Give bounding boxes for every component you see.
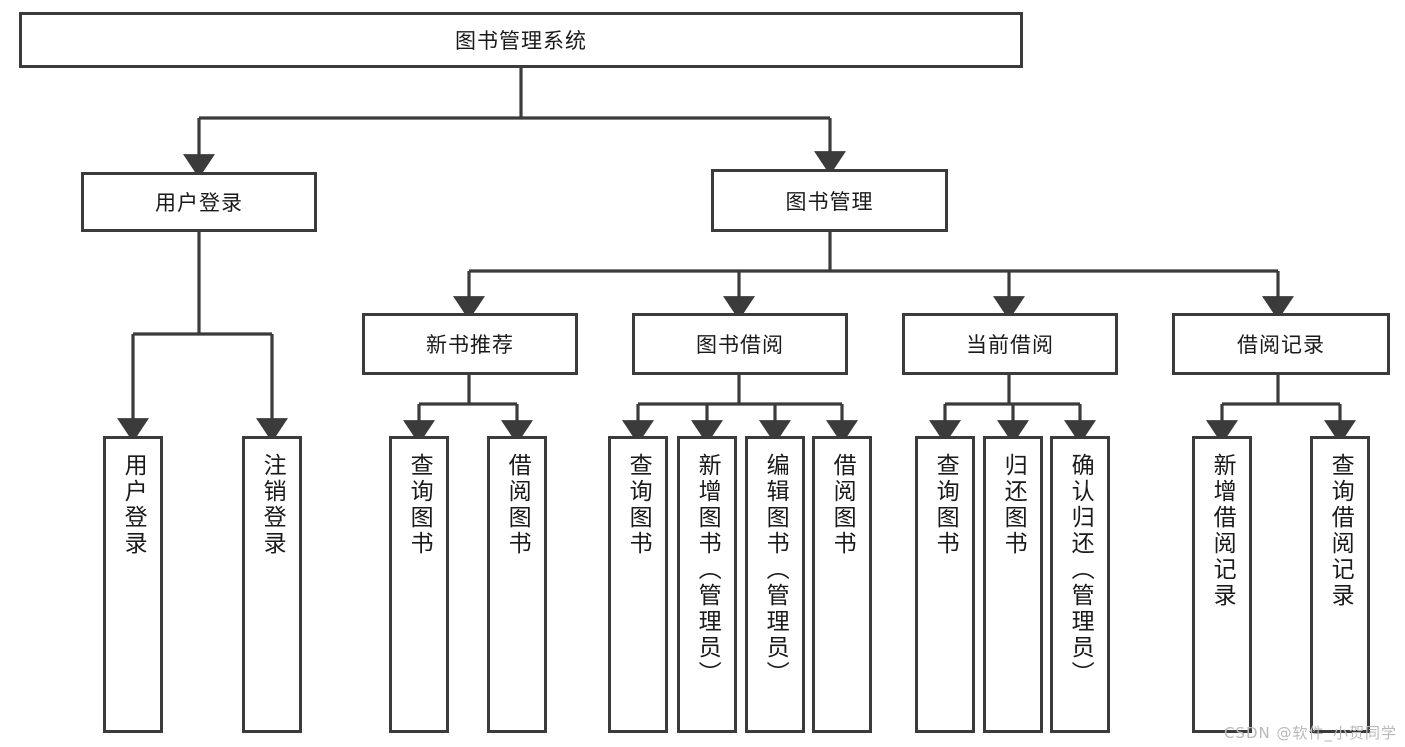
- node-leaf-7[interactable]: 借阅图书: [812, 436, 872, 733]
- node-leaf-4[interactable]: 查询图书: [608, 436, 668, 733]
- node-leaf-12[interactable]: 查询借阅记录: [1310, 436, 1370, 733]
- node-label: 当前借阅: [966, 333, 1054, 357]
- node-leaf-6[interactable]: 编辑图书（管理员）: [745, 436, 805, 733]
- node-leaf-9[interactable]: 归还图书: [983, 436, 1043, 733]
- node-leaf-1[interactable]: 注销登录: [242, 436, 302, 733]
- node-label: 借阅图书: [504, 453, 531, 557]
- node-leaf-3[interactable]: 借阅图书: [487, 436, 547, 733]
- node-label: 编辑图书（管理员）: [762, 453, 789, 687]
- node-label: 查询图书: [932, 453, 959, 557]
- node-label: 查询图书: [406, 453, 433, 557]
- node-label: 注销登录: [259, 453, 286, 557]
- node-label: 用户登录: [155, 191, 243, 215]
- node-leaf-5[interactable]: 新增图书（管理员）: [677, 436, 737, 733]
- node-label: 图书管理系统: [455, 29, 587, 53]
- node-label: 查询借阅记录: [1327, 453, 1354, 609]
- node-label: 确认归还（管理员）: [1067, 453, 1094, 687]
- csdn-watermark: CSDN @软件_小贺同学: [1223, 724, 1397, 742]
- node-root[interactable]: 图书管理系统: [19, 12, 1023, 68]
- node-leaf-8[interactable]: 查询图书: [915, 436, 975, 733]
- node-label: 查询图书: [625, 453, 652, 557]
- node-label: 用户登录: [120, 453, 147, 557]
- node-level3-2[interactable]: 当前借阅: [902, 313, 1118, 375]
- node-label: 新书推荐: [426, 333, 514, 357]
- node-label: 图书借阅: [696, 333, 784, 357]
- node-label: 归还图书: [1000, 453, 1027, 557]
- node-label: 借阅记录: [1237, 333, 1325, 357]
- node-level3-3[interactable]: 借阅记录: [1172, 313, 1390, 375]
- node-leaf-11[interactable]: 新增借阅记录: [1192, 436, 1252, 733]
- node-label: 图书管理: [785, 189, 874, 214]
- node-level2-0[interactable]: 用户登录: [81, 172, 317, 232]
- node-level3-0[interactable]: 新书推荐: [362, 313, 578, 375]
- node-label: 新增借阅记录: [1209, 453, 1236, 609]
- node-label: 借阅图书: [829, 453, 856, 557]
- node-label: 新增图书（管理员）: [694, 453, 721, 687]
- node-level3-1[interactable]: 图书借阅: [632, 313, 848, 375]
- node-leaf-0[interactable]: 用户登录: [103, 436, 163, 733]
- node-level2-1[interactable]: 图书管理: [711, 169, 948, 232]
- node-leaf-2[interactable]: 查询图书: [389, 436, 449, 733]
- node-leaf-10[interactable]: 确认归还（管理员）: [1050, 436, 1110, 733]
